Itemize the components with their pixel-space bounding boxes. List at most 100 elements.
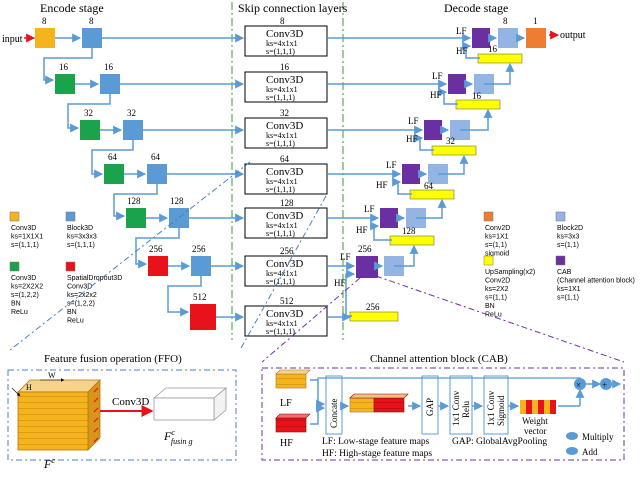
channel-label: 8: [503, 16, 508, 26]
conv-sigmoid-label: 1x1 Conv: [486, 390, 496, 426]
skip-op-label: Conv3D: [266, 74, 303, 86]
encode-stage-header: Encode stage: [40, 1, 104, 15]
weight-vector: [526, 400, 532, 414]
concat-stack-top: [349, 393, 409, 399]
skip-s-label: s=(1,1,1): [266, 277, 295, 286]
decoder: 8 1 16 16 32 64 128 256: [328, 16, 546, 322]
add-glyph: +: [602, 380, 607, 390]
h-label: H: [26, 383, 32, 392]
upsampling-bar: [477, 53, 523, 64]
ffo-title: Feature fusion operation (FFO): [44, 353, 182, 365]
conv-sigmoid-box: [483, 375, 509, 435]
legend-text: ks=2X2X2: [11, 284, 43, 291]
hf-arrow: [310, 403, 326, 425]
hf-label: HF: [406, 134, 418, 144]
conv3d-downsample: [55, 74, 75, 94]
add-legend-icon: [566, 447, 578, 455]
lf-label: LF: [456, 26, 467, 36]
lf-feature-maps: [275, 373, 307, 389]
legend-text: s=(1,1): [557, 242, 579, 249]
ffo-frame: [7, 369, 237, 461]
block3d: [169, 208, 189, 228]
conv2d-output: [526, 28, 546, 48]
upsampling-label: 16: [488, 44, 498, 54]
conv3d-downsample: [126, 208, 146, 228]
hf-label: HF: [376, 180, 388, 190]
add-icon: [600, 378, 612, 390]
skip-op-label: Conv3D: [266, 166, 303, 178]
hf-feature-top: [275, 413, 311, 419]
upsampling-bar: [349, 311, 399, 322]
cab-block: [402, 164, 420, 184]
legend-text: Block3D: [67, 225, 93, 232]
conv-relu-box: [449, 375, 473, 435]
legend-text: (Channel attention block): [557, 278, 635, 285]
legend-text: s=(1,1,1): [67, 242, 95, 249]
legend-text: ReLu: [67, 318, 84, 325]
legend-text: s=(1,2,2): [67, 301, 95, 308]
legend-text: Conv3D: [67, 284, 92, 291]
multiply-icon: [574, 378, 586, 390]
skip-s-label: s=(1,1,1): [266, 185, 295, 194]
skip-connection-header: Skip connection layers: [238, 1, 348, 15]
skip-ks-label: ks=4x1x1: [266, 269, 298, 278]
skip-ks-label: ks=4x1x1: [266, 39, 298, 48]
legend-text: s=(1,1,1): [11, 242, 39, 249]
skip-box-frame: [244, 117, 328, 149]
gap-box: [421, 375, 439, 435]
legend-text: BN: [11, 301, 21, 308]
cab-channel-label: 256: [358, 244, 372, 254]
legend-text: ks=3x3x3: [67, 234, 97, 241]
skip-op-label: Conv3D: [266, 258, 303, 270]
skip-box-frame: [244, 255, 328, 287]
channel-label: 128: [127, 196, 141, 206]
w-label: W: [48, 371, 56, 380]
multiply-legend-icon: [566, 432, 578, 440]
upsampling-label: 64: [424, 181, 434, 191]
feature-cube-front: [17, 391, 89, 451]
skip-op-label: Conv3D: [266, 210, 303, 222]
channel-label: 8: [89, 16, 94, 26]
legend-text: ks=1X1: [485, 234, 509, 241]
cab-block: [380, 208, 398, 228]
legend-text: ks=2x2x2: [67, 292, 97, 299]
upsampling-bar: [431, 145, 477, 156]
weight-vector: [538, 400, 544, 414]
conv-sigmoid-label: Sigmoid: [496, 395, 506, 426]
lf-skip-line: [317, 377, 581, 382]
hf-label: HF: [334, 278, 346, 288]
legend-text: Conv3D: [11, 275, 36, 282]
add-legend: Add: [582, 447, 598, 457]
legend-text: s=(1,2,2): [11, 292, 39, 299]
down-arrow: [113, 184, 158, 221]
skip-channel-label: 32: [280, 108, 289, 118]
hf-feature-maps: [275, 417, 307, 433]
channel-label: 16: [59, 62, 69, 72]
skip-s-label: s=(1,1,1): [266, 139, 295, 148]
conv3d-downsample: [80, 120, 100, 140]
cab-connector: [375, 275, 625, 363]
down-arrow: [67, 94, 111, 133]
skip-box-frame: [244, 163, 328, 195]
legend-text: ks=1X1X1: [11, 234, 43, 241]
skip-box-frame: [244, 25, 328, 57]
cab-block: [356, 256, 378, 278]
cab-block: [472, 28, 490, 48]
conv3d-op-label: Conv3D: [112, 396, 149, 408]
weight-vector: [550, 400, 556, 414]
legend-text: Conv2D: [485, 225, 510, 232]
down-arrow: [167, 276, 202, 317]
legend-text: Conv3D: [11, 225, 36, 232]
output-label: output: [560, 30, 586, 41]
lf-label: LF: [386, 160, 397, 170]
lf-label: LF: [364, 204, 375, 214]
channel-label: 16: [104, 62, 114, 72]
legend-item-cab: CAB(Channel attention block)ks=1X1s=(1,1…: [555, 255, 635, 302]
block3d: [147, 164, 167, 184]
